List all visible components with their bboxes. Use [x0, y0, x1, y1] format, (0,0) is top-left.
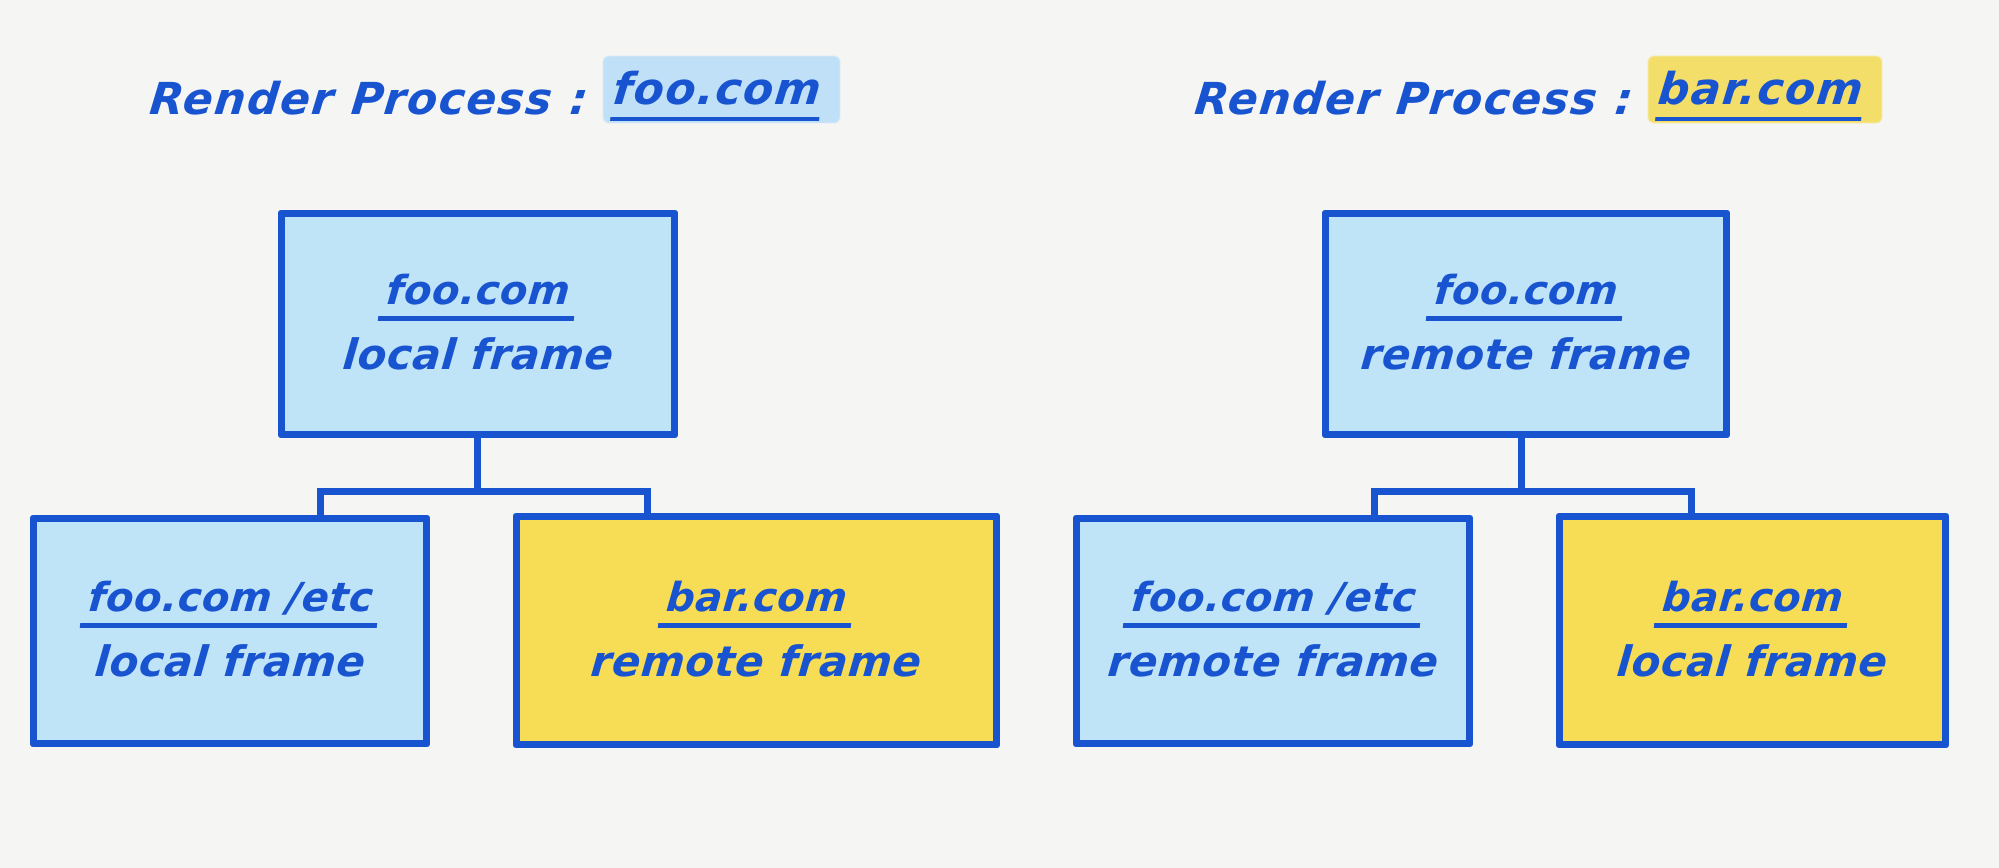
node-right-child-0-origin: foo.com /etc: [1122, 575, 1424, 629]
node-right-child-1-origin: bar.com: [1653, 575, 1852, 628]
node-left-child-0-kind: local frame: [92, 637, 368, 687]
connector-bar-right: [1371, 488, 1695, 495]
title-lead-right: Render Process :: [1192, 74, 1637, 125]
node-right-parent-kind: remote frame: [1358, 330, 1694, 380]
title-host-wrap-left: foo.com: [603, 56, 841, 125]
node-left-child-1[interactable]: bar.com remote frame: [513, 513, 1000, 748]
title-host-left: foo.com: [610, 64, 826, 121]
node-right-parent-origin: foo.com: [1425, 268, 1627, 322]
diagram-title-left: Render Process : foo.com: [147, 56, 841, 125]
node-right-parent[interactable]: foo.com remote frame: [1322, 210, 1730, 438]
connector-drop-right-child-1: [1688, 488, 1695, 520]
node-right-child-0-kind: remote frame: [1105, 637, 1441, 687]
connector-drop-left-child-1: [644, 488, 651, 520]
connector-drop-right-child-0: [1371, 488, 1378, 520]
node-right-child-0[interactable]: foo.com /etc remote frame: [1073, 515, 1473, 747]
node-left-parent-kind: local frame: [340, 330, 616, 380]
connector-stem-left: [474, 437, 481, 495]
title-lead-left: Render Process :: [147, 74, 592, 125]
node-right-child-1[interactable]: bar.com local frame: [1556, 513, 1949, 748]
node-left-child-0-origin: foo.com /etc: [79, 575, 381, 629]
title-host-right: bar.com: [1655, 64, 1868, 121]
title-host-wrap-right: bar.com: [1648, 56, 1883, 125]
connector-drop-left-child-0: [317, 488, 324, 520]
node-left-child-0[interactable]: foo.com /etc local frame: [30, 515, 430, 747]
node-left-parent-origin: foo.com: [377, 268, 579, 322]
node-right-child-1-kind: local frame: [1615, 636, 1890, 686]
title-highlight-right: [1648, 56, 1883, 123]
node-left-child-1-kind: remote frame: [589, 636, 924, 686]
connector-stem-right: [1518, 437, 1525, 495]
connector-bar-left: [317, 488, 651, 495]
diagram-title-right: Render Process : bar.com: [1192, 56, 1883, 125]
node-left-parent[interactable]: foo.com local frame: [278, 210, 678, 438]
node-left-child-1-origin: bar.com: [657, 575, 856, 628]
title-highlight-left: [603, 56, 841, 123]
